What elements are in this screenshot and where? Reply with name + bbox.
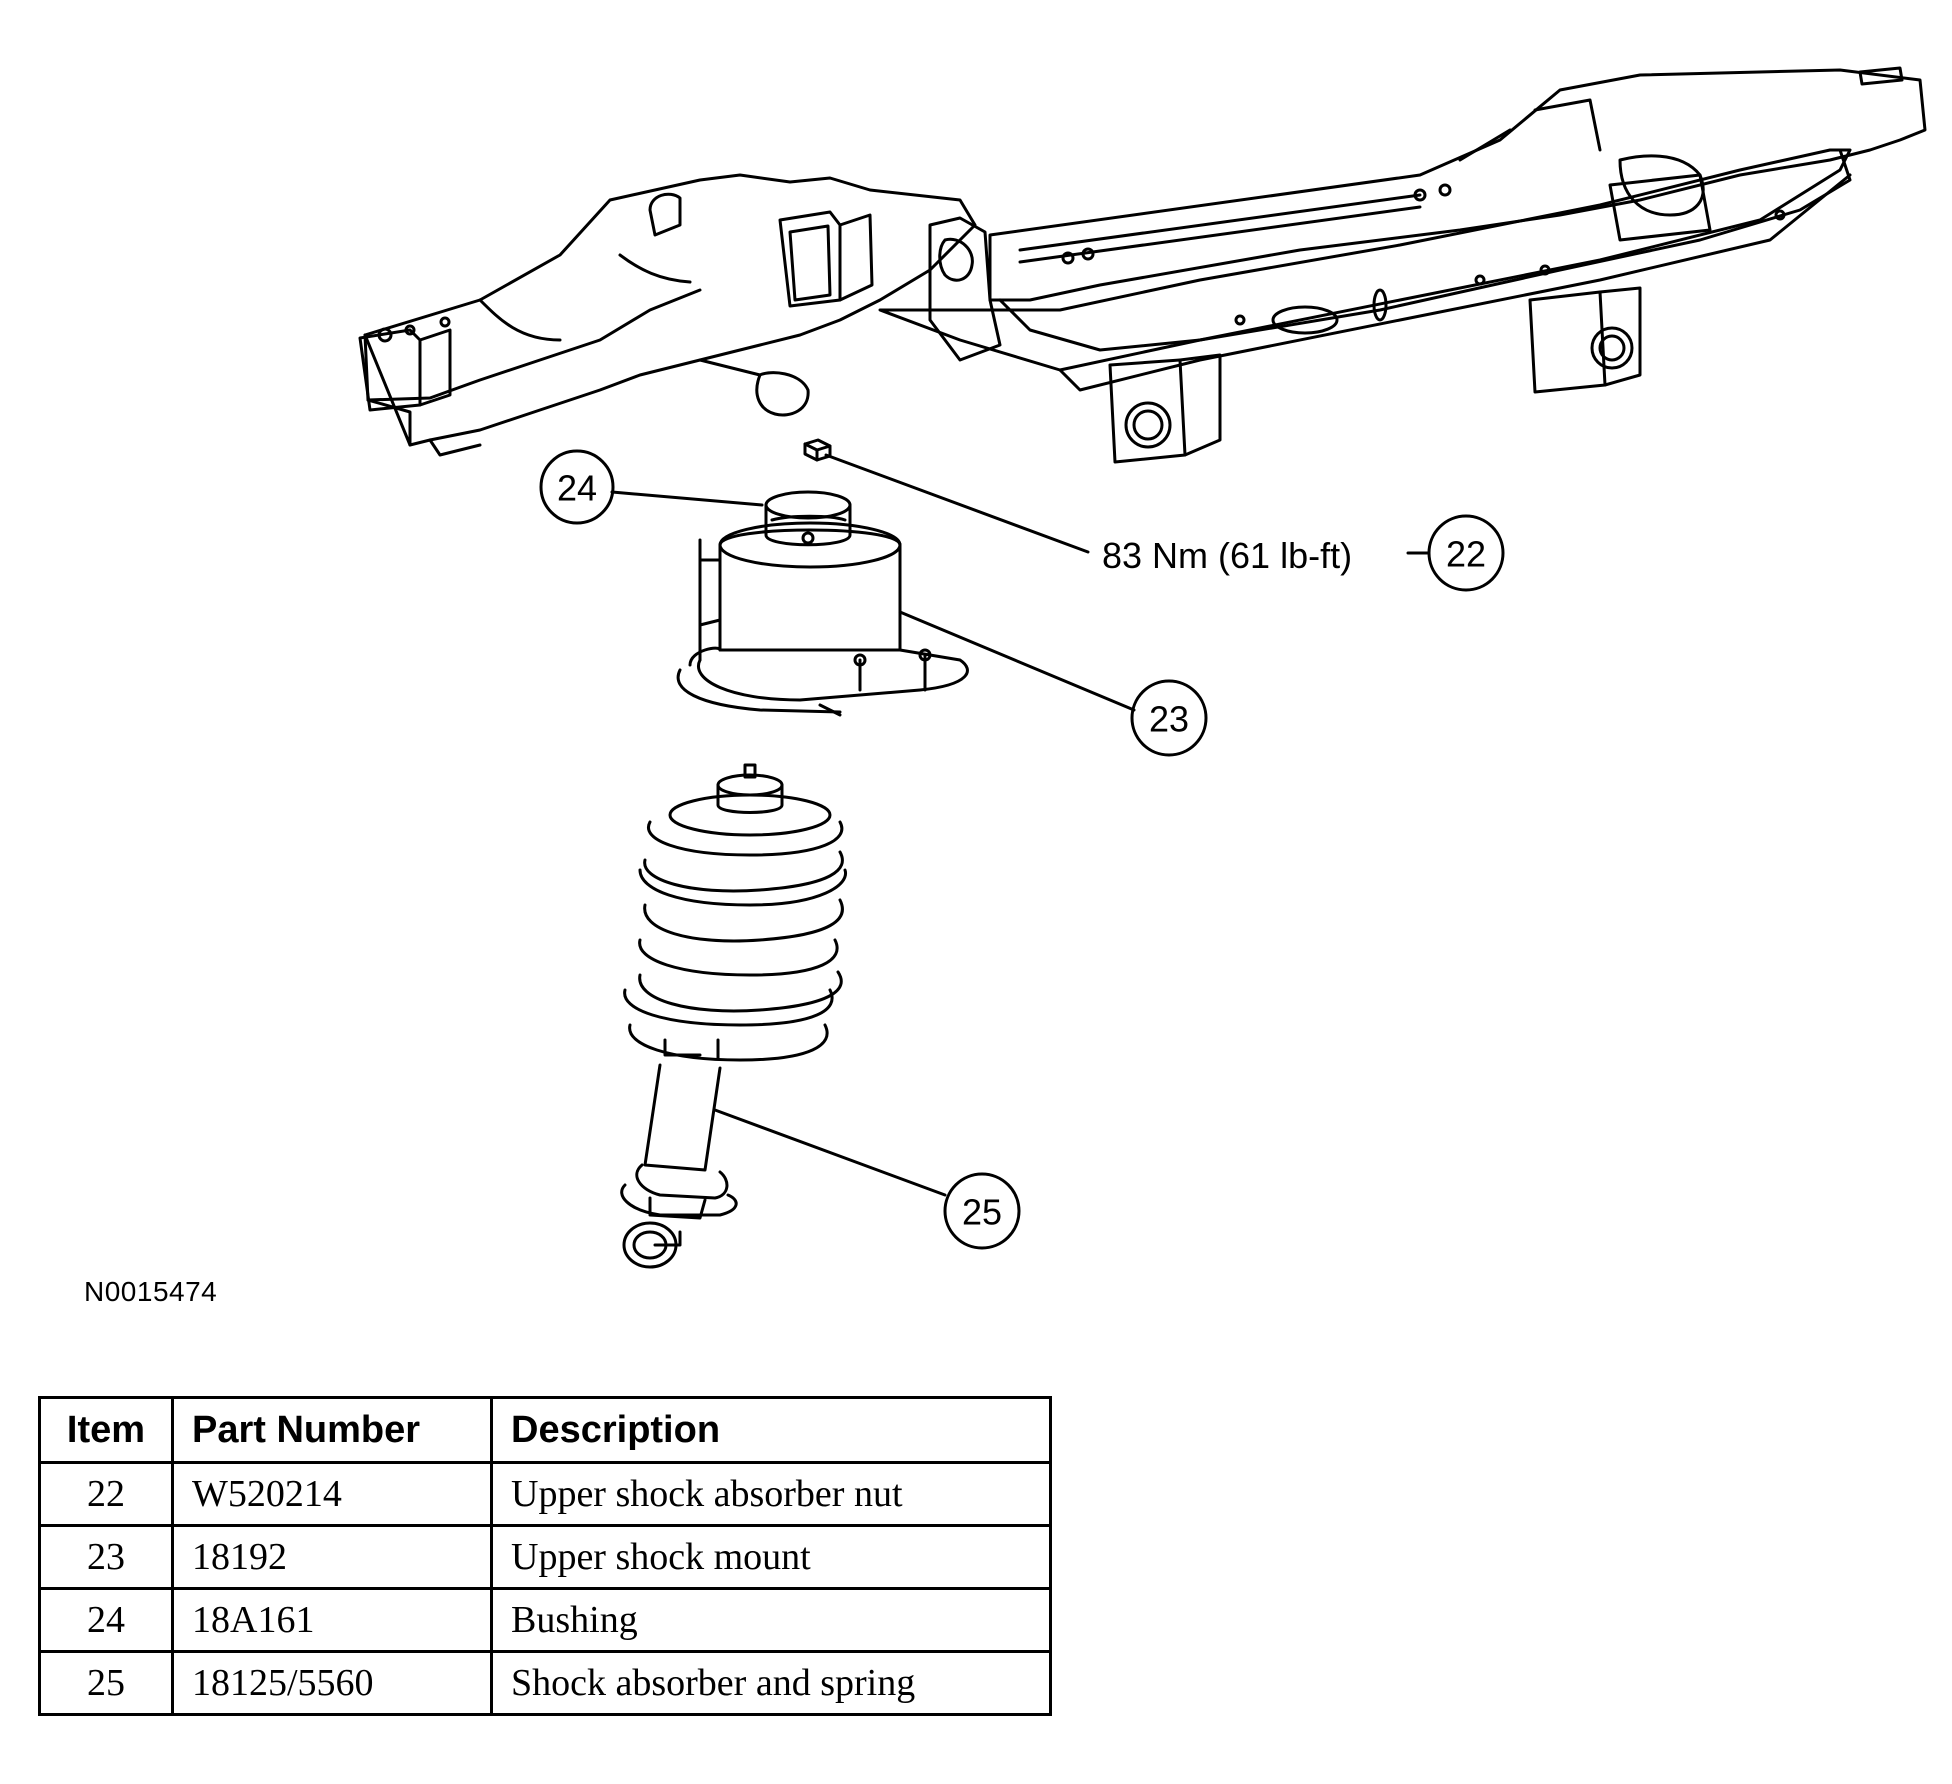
table-row: 22 W520214 Upper shock absorber nut (38, 1461, 1052, 1527)
callout-label-24: 24 (557, 468, 597, 509)
cell-item: 24 (38, 1587, 174, 1653)
upper-shock-absorber-nut (803, 438, 832, 462)
cell-description: Upper shock absorber nut (490, 1461, 1052, 1527)
header-part-number: Part Number (171, 1396, 493, 1464)
bushing (764, 490, 852, 547)
cell-item: 23 (38, 1524, 174, 1590)
table-header-row: Item Part Number Description (38, 1396, 1052, 1464)
cell-part-number: 18A161 (171, 1587, 493, 1653)
upper-shock-mount (676, 521, 969, 717)
table-row: 24 18A161 Bushing (38, 1587, 1052, 1653)
header-item: Item (38, 1396, 174, 1464)
callout-label-23: 23 (1149, 699, 1189, 740)
cell-item: 22 (38, 1461, 174, 1527)
table-row: 23 18192 Upper shock mount (38, 1524, 1052, 1590)
callout-circle-22 (1427, 514, 1505, 592)
leader-23 (898, 610, 1136, 712)
table-row: 25 18125/5560 Shock absorber and spring (38, 1650, 1052, 1716)
cell-part-number: 18125/5560 (171, 1650, 493, 1716)
torque-spec-label: 83 Nm (61 lb-ft) (1102, 535, 1352, 576)
cell-description: Bushing (490, 1587, 1052, 1653)
frame-crossmember (358, 66, 1927, 464)
cell-description: Upper shock mount (490, 1524, 1052, 1590)
cell-part-number: 18192 (171, 1524, 493, 1590)
header-description: Description (490, 1396, 1052, 1464)
cell-item: 25 (38, 1650, 174, 1716)
shock-absorber-and-spring (620, 763, 848, 1269)
leader-22 (824, 453, 1090, 554)
callout-circle-24 (539, 449, 615, 525)
leader-24 (610, 490, 764, 507)
callout-label-25: 25 (962, 1192, 1002, 1233)
cell-part-number: W520214 (171, 1461, 493, 1527)
figure-id: N0015474 (84, 1276, 218, 1307)
callout-circle-25 (943, 1172, 1021, 1250)
parts-table: Item Part Number Description 22 W520214 … (38, 1396, 1052, 1716)
callout-circle-23 (1130, 679, 1208, 757)
cell-description: Shock absorber and spring (490, 1650, 1052, 1716)
callout-label-22: 22 (1446, 534, 1486, 575)
leader-25 (713, 1108, 947, 1197)
exploded-suspension-diagram: 24 22 23 25 83 Nm (61 lb-ft) (358, 66, 1927, 1269)
